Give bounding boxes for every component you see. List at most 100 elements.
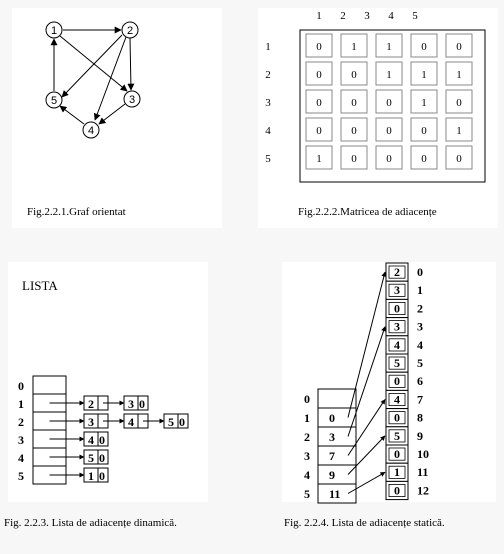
static-left-value: 11: [329, 487, 340, 501]
matrix-cell-box: [340, 145, 368, 170]
matrix-cell-box: [305, 33, 333, 58]
graph-caption: Fig.2.2.1.Graf orientat: [27, 206, 126, 218]
edge-2-5: [61, 34, 123, 98]
static-pointer: [347, 435, 386, 475]
dynamic-index: 0: [18, 379, 24, 393]
matrix-cell-box: [445, 61, 473, 86]
static-right-inner: [388, 392, 406, 406]
matrix-cell: 1: [456, 125, 462, 137]
matrix-cell-box: [410, 33, 438, 58]
matrix-cell: 0: [316, 97, 322, 109]
matrix-col-header: 5: [412, 10, 418, 22]
matrix-cell: 0: [456, 41, 462, 53]
matrix-cell-box: [375, 33, 403, 58]
matrix-cell-box: [410, 61, 438, 86]
static-pointer: [347, 471, 386, 494]
node-2-label: 2: [127, 25, 133, 37]
matrix-cell: 0: [421, 153, 427, 165]
matrix-cell: 0: [351, 153, 357, 165]
static-right-value: 1: [394, 465, 400, 479]
matrix-row-header: 4: [265, 125, 271, 137]
static-left-value: 3: [329, 430, 335, 444]
static-right-value: 4: [394, 392, 400, 406]
static-right-inner: [388, 411, 406, 425]
static-right-value: 4: [394, 338, 400, 352]
graph-panel: [12, 8, 222, 228]
matrix-cell-box: [375, 117, 403, 142]
matrix-cell-box: [375, 61, 403, 86]
static-left-cell: [317, 483, 357, 504]
static-right-value: 5: [394, 356, 400, 370]
matrix-cell: 0: [316, 69, 322, 81]
static-right-value: 0: [394, 447, 400, 461]
matrix-cell: 1: [456, 69, 462, 81]
dynamic-null: 0: [99, 433, 105, 447]
static-right-cell: [385, 480, 409, 501]
matrix-col-header: 2: [340, 10, 346, 22]
matrix-cell: 0: [316, 41, 322, 53]
dynamic-null: 0: [99, 451, 105, 465]
dynamic-index: 3: [18, 433, 24, 447]
matrix-cell-box: [340, 33, 368, 58]
matrix-cell-box: [410, 117, 438, 142]
node-3: [123, 90, 141, 108]
static-right-inner: [388, 447, 406, 461]
static-left-index: 5: [304, 487, 310, 501]
static-right-index: 3: [417, 320, 423, 334]
static-pointer: [347, 271, 387, 418]
dynamic-node-value: 4: [128, 415, 134, 429]
static-list-caption: Fig. 2.2.4. Lista de adiacențe statică.: [284, 517, 445, 529]
static-right-value: 0: [394, 301, 400, 315]
static-right-inner: [388, 301, 406, 315]
matrix-cell-box: [340, 89, 368, 114]
matrix-cell: 0: [421, 125, 427, 137]
static-right-index: 7: [417, 392, 423, 406]
edge-4-5: [59, 105, 85, 125]
matrix-cell: 0: [316, 125, 322, 137]
matrix-cell: 0: [386, 97, 392, 109]
static-right-index: 9: [417, 429, 423, 443]
static-left-value: 0: [329, 411, 335, 425]
matrix-row-header: 2: [265, 69, 271, 81]
matrix-cell-box: [340, 61, 368, 86]
node-4: [82, 121, 100, 139]
directed-graph: 1 2 3 4 5: [45, 21, 141, 139]
matrix-cell-box: [340, 117, 368, 142]
matrix-col-header: 4: [388, 10, 394, 22]
matrix-cell-box: [375, 145, 403, 170]
dynamic-index: 2: [18, 415, 24, 429]
static-right-value: 0: [394, 411, 400, 425]
static-left-cell: [317, 407, 357, 428]
static-right-index: 12: [417, 483, 429, 497]
static-right-index: 11: [417, 465, 428, 479]
matrix-cell: 0: [351, 69, 357, 81]
static-left-index: 2: [304, 430, 310, 444]
matrix-cell-box: [445, 33, 473, 58]
matrix-cell-box: [375, 89, 403, 114]
matrix-col-header: 3: [364, 10, 370, 22]
static-left-value: 7: [329, 449, 335, 463]
static-right-inner: [388, 338, 406, 352]
node-1: [45, 21, 63, 39]
dynamic-list-caption: Fig. 2.2.3. Lista de adiacențe dinamică.: [4, 517, 177, 529]
dynamic-node: [163, 413, 189, 429]
node-3-label: 3: [129, 94, 135, 106]
matrix-row-header: 3: [265, 97, 271, 109]
node-4-label: 4: [88, 125, 94, 137]
dynamic-null: 0: [179, 415, 185, 429]
dynamic-index: 1: [18, 397, 24, 411]
dynamic-index: 4: [18, 451, 24, 465]
matrix-cell-box: [305, 89, 333, 114]
dynamic-null: 0: [99, 469, 105, 483]
node-2: [121, 21, 139, 39]
dynamic-node-value: 5: [168, 415, 174, 429]
matrix-cell-box: [305, 145, 333, 170]
static-left-value: 9: [329, 468, 335, 482]
static-left-index: 3: [304, 449, 310, 463]
node-5-label: 5: [51, 95, 57, 107]
